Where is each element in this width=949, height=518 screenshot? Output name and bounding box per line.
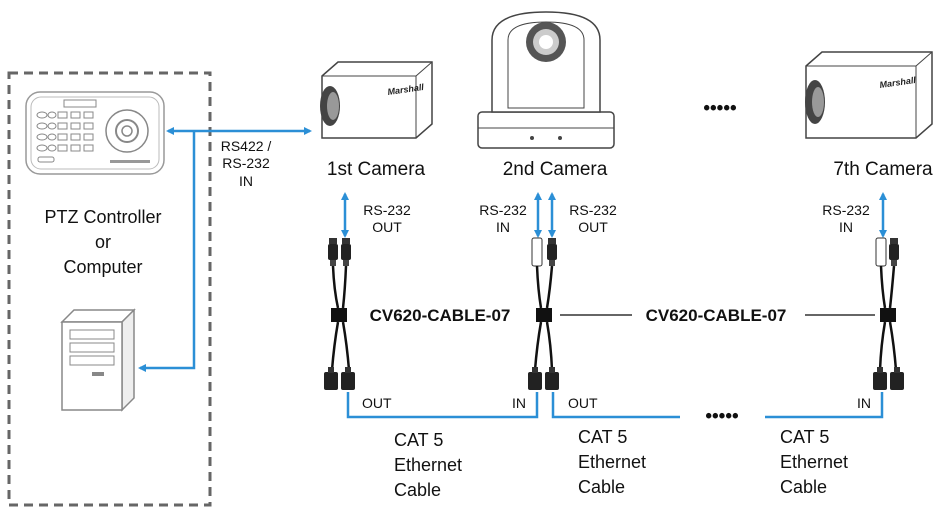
ethernet-label-1b: Ethernet bbox=[394, 455, 462, 475]
camera-2-label: 2nd Camera bbox=[503, 159, 608, 180]
cam1-port-dir: OUT bbox=[372, 219, 402, 235]
cam7-in-label: RS-232 bbox=[822, 202, 870, 218]
ethernet-ellipsis: ••••• bbox=[705, 406, 739, 427]
splitter-cable-1 bbox=[324, 238, 355, 390]
ptz-keyboard-icon bbox=[25, 91, 165, 175]
splitter-cable-2 bbox=[528, 237, 559, 390]
ptz-camera-icon bbox=[477, 11, 615, 149]
ethernet-label-2c: Cable bbox=[578, 477, 625, 497]
camera-ellipsis: ••••• bbox=[703, 98, 737, 119]
desktop-computer-icon bbox=[60, 308, 136, 412]
bottom-port-in-2: IN bbox=[512, 395, 526, 411]
cam2-out-dir: OUT bbox=[578, 219, 608, 235]
ethernet-label-3c: Cable bbox=[780, 477, 827, 497]
box-camera-icon: Marshall bbox=[805, 51, 933, 139]
splitter-cable-7 bbox=[873, 237, 904, 390]
host-link-label-2: RS-232 bbox=[222, 155, 270, 171]
ethernet-label-2b: Ethernet bbox=[578, 452, 646, 472]
cable-part-label-1: CV620-CABLE-07 bbox=[370, 306, 511, 325]
cam2-in-dir: IN bbox=[496, 219, 510, 235]
cable-part-label-2: CV620-CABLE-07 bbox=[646, 306, 787, 325]
controller-label-line-1: PTZ Controller bbox=[44, 207, 161, 227]
box-camera-icon: Marshall bbox=[320, 61, 433, 139]
cam2-out-label: RS-232 bbox=[569, 202, 617, 218]
host-link-label-3: IN bbox=[239, 173, 253, 189]
rs422-signal-line bbox=[138, 127, 312, 372]
ethernet-label-3a: CAT 5 bbox=[780, 427, 829, 447]
cam1-port-label: RS-232 bbox=[363, 202, 411, 218]
bottom-port-out-2: OUT bbox=[568, 395, 598, 411]
bottom-port-out-1: OUT bbox=[362, 395, 392, 411]
cam2-in-label: RS-232 bbox=[479, 202, 527, 218]
camera-1-label: 1st Camera bbox=[327, 159, 426, 180]
host-link-label-1: RS422 / bbox=[221, 138, 272, 154]
controller-label-line-2: or bbox=[95, 232, 111, 252]
ethernet-label-3b: Ethernet bbox=[780, 452, 848, 472]
ethernet-label-1c: Cable bbox=[394, 480, 441, 500]
controller-label-line-3: Computer bbox=[63, 257, 142, 277]
rs232-arrows bbox=[341, 192, 887, 238]
bottom-port-in-7: IN bbox=[857, 395, 871, 411]
cam7-in-dir: IN bbox=[839, 219, 853, 235]
ethernet-lines bbox=[346, 392, 884, 419]
ethernet-label-2a: CAT 5 bbox=[578, 427, 627, 447]
controller-enclosure bbox=[7, 71, 212, 507]
camera-7-label: 7th Camera bbox=[833, 159, 933, 180]
ethernet-label-1a: CAT 5 bbox=[394, 430, 443, 450]
